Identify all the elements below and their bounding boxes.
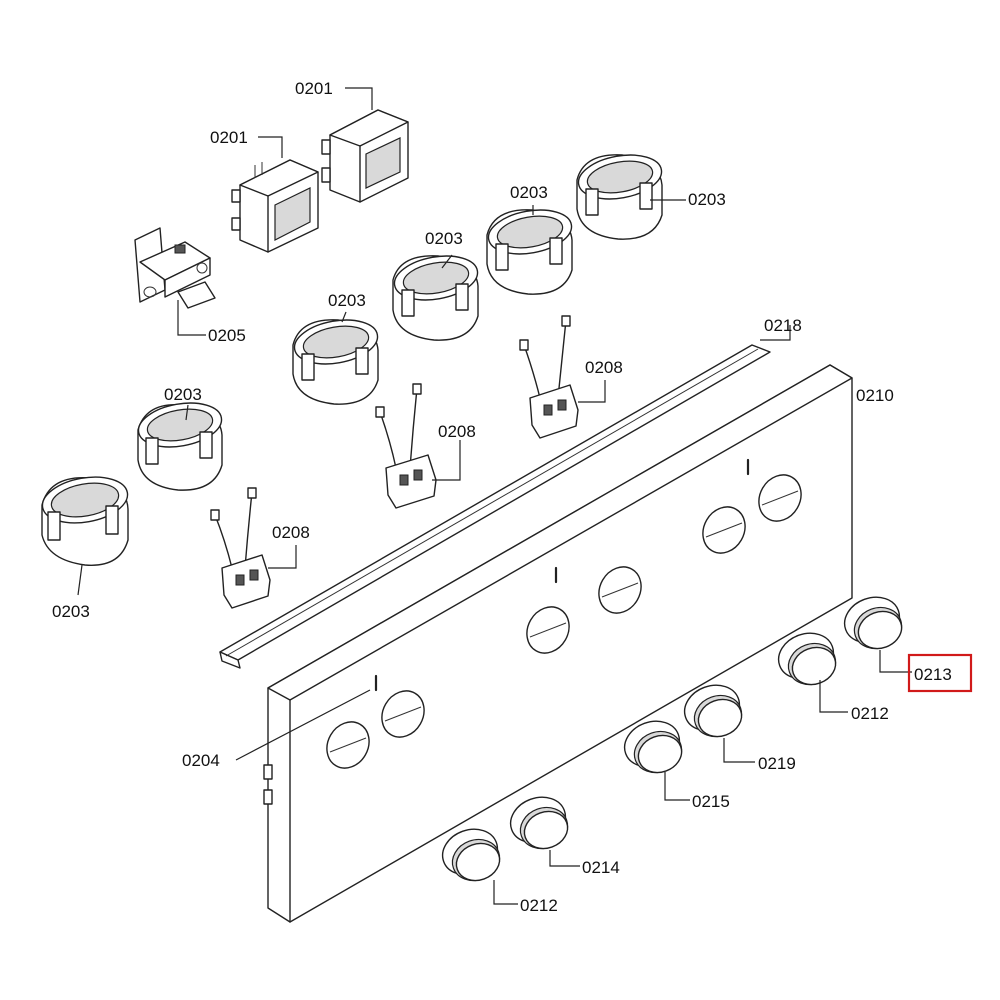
label-0201-right: 0201 bbox=[295, 79, 333, 98]
label-0208-middle: 0208 bbox=[438, 422, 476, 441]
knob-0215 bbox=[623, 720, 683, 774]
knob-0212-right bbox=[777, 632, 837, 686]
knob-seat-0203-6 bbox=[576, 154, 663, 240]
label-0213: 0213 bbox=[914, 665, 952, 684]
label-0203-middle: 0203 bbox=[425, 229, 463, 248]
label-0219: 0219 bbox=[758, 754, 796, 773]
rail-0218 bbox=[219, 344, 771, 669]
highlight-box-0213 bbox=[907, 653, 973, 693]
label-0203-upper: 0203 bbox=[510, 183, 548, 202]
leader-lines bbox=[77, 87, 912, 905]
label-0214: 0214 bbox=[582, 858, 620, 877]
contact-switch-0208-3 bbox=[519, 315, 579, 439]
label-0203-top-right: 0203 bbox=[688, 190, 726, 209]
knob-seat-0203-4 bbox=[392, 255, 479, 341]
switch-housing-0201-left bbox=[231, 159, 319, 253]
contact-switch-0208-2 bbox=[375, 383, 437, 509]
knob-0212-left bbox=[441, 828, 501, 882]
knob-0214 bbox=[509, 796, 569, 850]
knob-0219 bbox=[683, 684, 743, 738]
control-panel-0210 bbox=[263, 364, 853, 923]
switch-housing-0201-right bbox=[321, 109, 409, 203]
bracket-0205 bbox=[134, 227, 216, 309]
label-0208-left: 0208 bbox=[272, 523, 310, 542]
knob-seat-0203-3 bbox=[292, 319, 379, 405]
label-0205: 0205 bbox=[208, 326, 246, 345]
label-0203-left: 0203 bbox=[164, 385, 202, 404]
label-0212-left: 0212 bbox=[520, 896, 558, 915]
label-0203-center: 0203 bbox=[328, 291, 366, 310]
label-0215: 0215 bbox=[692, 792, 730, 811]
label-0203-bottom-left: 0203 bbox=[52, 602, 90, 621]
label-0212-right: 0212 bbox=[851, 704, 889, 723]
knob-seat-0203-1 bbox=[41, 476, 129, 566]
label-0204: 0204 bbox=[182, 751, 220, 770]
contact-switch-0208-1 bbox=[210, 487, 271, 609]
label-0210: 0210 bbox=[856, 386, 894, 405]
knob-0213 bbox=[843, 596, 903, 650]
label-0201-left: 0201 bbox=[210, 128, 248, 147]
knob-seat-0203-5 bbox=[486, 209, 573, 295]
label-0208-right: 0208 bbox=[585, 358, 623, 377]
knob-seat-0203-2 bbox=[137, 402, 223, 491]
label-0218: 0218 bbox=[764, 316, 802, 335]
